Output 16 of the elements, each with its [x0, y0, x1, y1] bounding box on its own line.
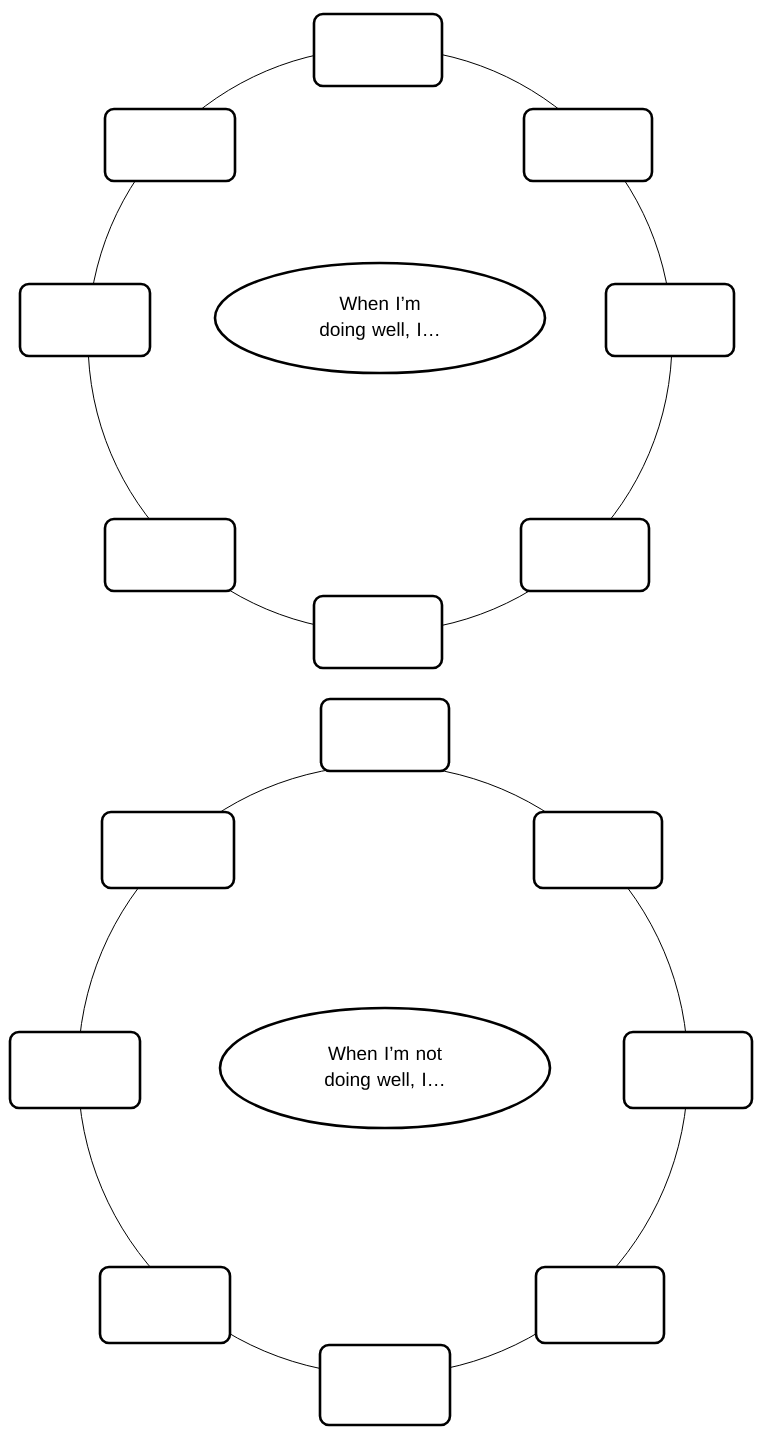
blank-box — [534, 1265, 666, 1345]
blank-box — [18, 282, 152, 358]
blank-box — [100, 810, 236, 890]
blank-box — [312, 594, 444, 670]
blank-box — [312, 12, 444, 88]
blank-box — [522, 107, 654, 183]
blank-box — [103, 517, 237, 593]
blank-box — [8, 1030, 142, 1110]
blank-box — [604, 282, 736, 358]
blank-box — [319, 697, 451, 773]
blank-box — [519, 517, 651, 593]
blank-box — [103, 107, 237, 183]
blank-box — [532, 810, 664, 890]
blank-box — [98, 1265, 232, 1345]
blank-box — [622, 1030, 754, 1110]
blank-box — [318, 1343, 452, 1427]
